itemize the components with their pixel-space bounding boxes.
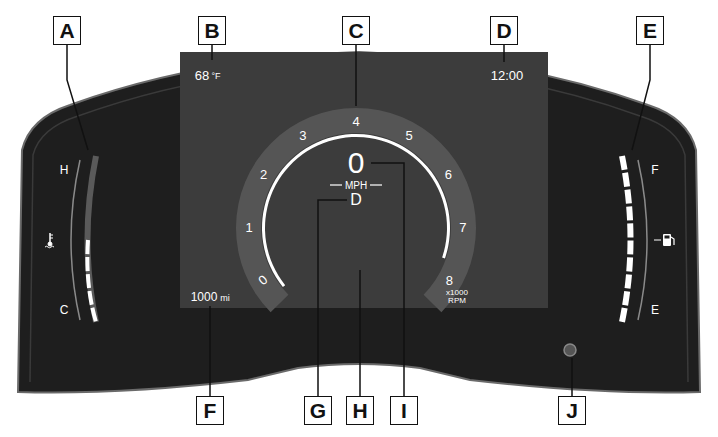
leader-lines — [67, 44, 650, 396]
display-text: 0 — [348, 148, 365, 178]
callout-letter: D — [496, 20, 511, 41]
display-text: x1000 RPM — [442, 289, 472, 305]
light-sensor — [564, 344, 576, 356]
display-text: D — [350, 192, 362, 208]
callout-box: F — [196, 396, 224, 425]
callout-letter: I — [401, 400, 407, 421]
callout-letter: E — [643, 20, 657, 41]
callout-box: G — [304, 396, 332, 425]
cluster-housing — [18, 52, 700, 393]
tachometer — [236, 108, 476, 312]
tach-number: 5 — [406, 129, 413, 142]
callout-letter: A — [59, 20, 74, 41]
unit-rule — [370, 184, 382, 185]
tach-number: 6 — [445, 167, 452, 180]
gauge-mark: H — [60, 164, 69, 176]
temperature-icon — [45, 233, 54, 248]
tach-number: 4 — [352, 115, 359, 128]
tach-number: 1 — [245, 220, 252, 233]
tach-number: 2 — [260, 167, 267, 180]
callout-box: B — [198, 16, 226, 45]
callout-box: A — [53, 16, 81, 45]
display-text: 68 — [195, 69, 209, 82]
callout-letter: C — [348, 20, 363, 41]
callout-letter: H — [352, 400, 367, 421]
gauge-mark: E — [651, 304, 659, 316]
gauge-mark: F — [651, 164, 658, 176]
callout-letter: B — [204, 20, 219, 41]
callout-box: C — [342, 16, 370, 45]
display-text: MPH — [345, 181, 367, 191]
callout-letter: J — [566, 400, 578, 421]
display-text: °F — [211, 72, 220, 81]
callout-box: I — [390, 396, 418, 425]
fuel-gauge — [622, 156, 674, 322]
callout-box: E — [636, 16, 664, 45]
unit-rule — [330, 184, 342, 185]
tach-number: 3 — [299, 129, 306, 142]
temperature-gauge — [45, 156, 96, 322]
display-text: 12:00 — [491, 69, 524, 82]
display-text: 1000 — [191, 291, 218, 303]
callout-box: H — [346, 396, 374, 425]
tach-number: 7 — [459, 220, 466, 233]
callout-box: J — [558, 396, 586, 425]
callout-box: D — [490, 16, 518, 45]
tach-scale-line — [262, 134, 450, 287]
callout-letter: G — [310, 400, 326, 421]
display-screen — [180, 52, 548, 308]
fuel-pump-icon — [654, 234, 674, 246]
tach-band — [236, 108, 476, 312]
display-text: mi — [220, 294, 230, 303]
gauge-mark: C — [60, 304, 69, 316]
callout-letter: F — [204, 400, 217, 421]
tach-number: 8 — [446, 274, 453, 287]
